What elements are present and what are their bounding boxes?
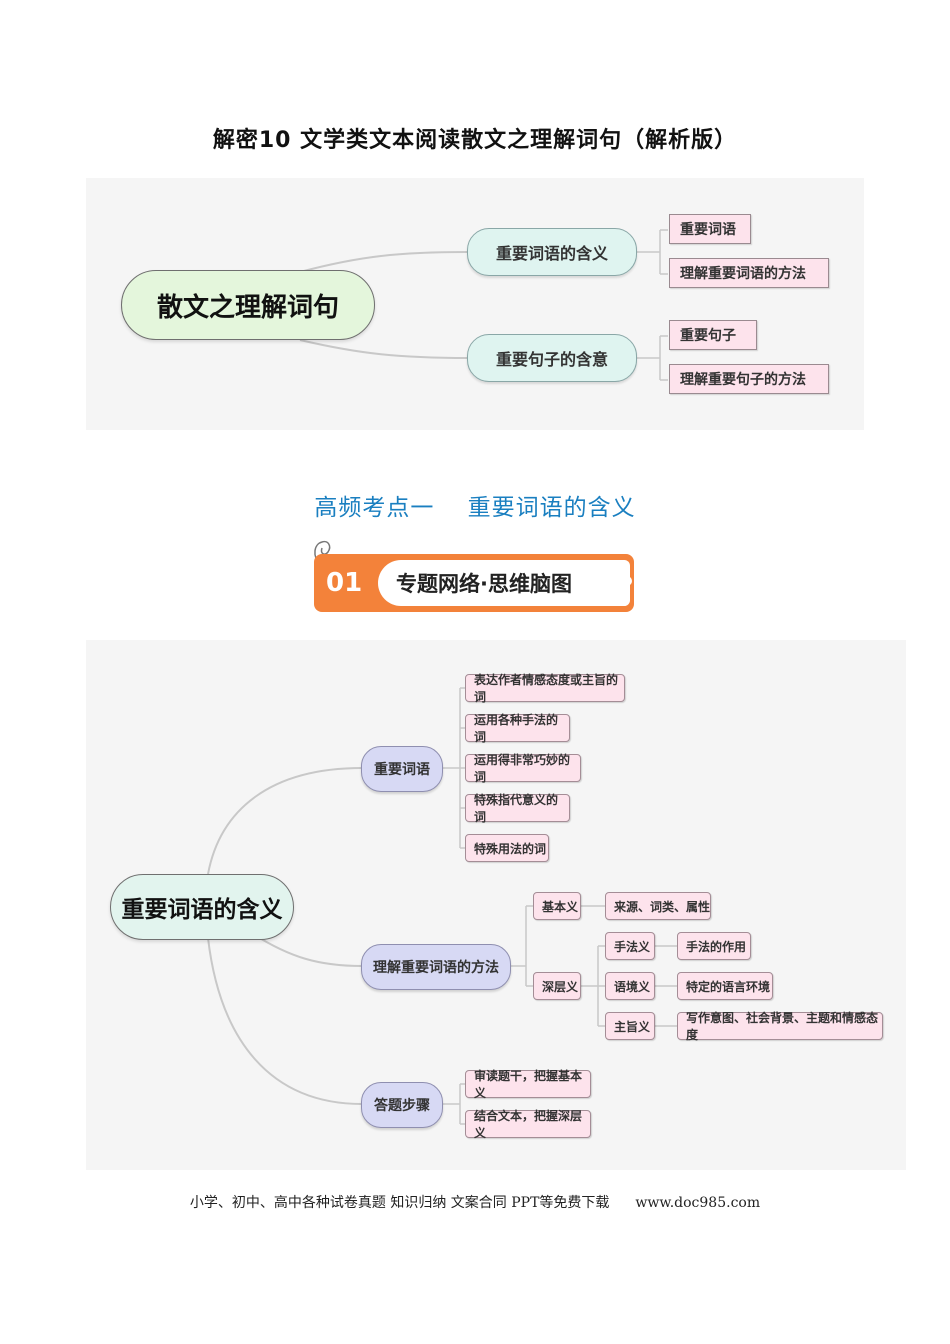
overview-leaf-important-sentences: 重要句子: [669, 320, 757, 350]
leaf-special-reference-words: 特殊指代意义的词: [465, 793, 570, 824]
overview-root-node: 散文之理解词句: [121, 270, 375, 340]
banner-dot: [622, 576, 632, 586]
overview-leaf-word-methods: 理解重要词语的方法: [669, 258, 829, 288]
leaf-step-combine-text: 结合文本，把握深层义: [465, 1109, 591, 1140]
leaf-clever-words: 运用得非常巧妙的词: [465, 753, 581, 784]
topic-banner: 01 专题网络·思维脑图: [314, 540, 636, 614]
node-technique-meaning: 手法义: [605, 932, 655, 960]
node-theme-meaning: 主旨义: [605, 1012, 655, 1040]
word-meaning-root-node: 重要词语的含义: [110, 874, 294, 940]
branch-answer-steps: 答题步骤: [361, 1082, 443, 1128]
footer-url[interactable]: www.doc985.com: [635, 1195, 761, 1211]
banner-label: 专题网络·思维脑图: [378, 560, 630, 606]
node-deep-meaning: 深层义: [533, 972, 581, 1000]
page-footer: 小学、初中、高中各种试卷真题 知识归纳 文案合同 PPT等免费下载 www.doc…: [0, 1192, 950, 1212]
leaf-specific-context: 特定的语言环境: [677, 972, 773, 1000]
branch-word-methods: 理解重要词语的方法: [361, 944, 511, 990]
footer-text: 小学、初中、高中各种试卷真题 知识归纳 文案合同 PPT等免费下载: [189, 1195, 610, 1211]
leaf-basic-meaning-detail: 来源、词类、属性: [605, 892, 711, 920]
overview-leaf-sentence-methods: 理解重要句子的方法: [669, 364, 829, 394]
section-heading: 高频考点一 重要词语的含义: [314, 495, 636, 521]
page-title: 解密10 文学类文本阅读散文之理解词句（解析版）: [212, 128, 738, 153]
leaf-theme-detail: 写作意图、社会背景、主题和情感态度: [677, 1011, 883, 1042]
branch-important-words: 重要词语: [361, 746, 443, 792]
banner-number: 01: [326, 568, 363, 598]
node-context-meaning: 语境义: [605, 972, 655, 1000]
overview-branch-word-meaning: 重要词语的含义: [467, 228, 637, 276]
leaf-emotion-theme-words: 表达作者情感态度或主旨的词: [465, 673, 625, 704]
overview-branch-sentence-meaning: 重要句子的含意: [467, 334, 637, 382]
leaf-technique-words: 运用各种手法的词: [465, 713, 570, 744]
paperclip-icon: [314, 540, 331, 565]
leaf-step-read-question: 审读题干，把握基本义: [465, 1069, 591, 1100]
leaf-technique-effect: 手法的作用: [677, 932, 751, 960]
overview-leaf-important-words: 重要词语: [669, 214, 751, 244]
leaf-special-usage-words: 特殊用法的词: [465, 834, 549, 862]
node-basic-meaning: 基本义: [533, 892, 581, 920]
